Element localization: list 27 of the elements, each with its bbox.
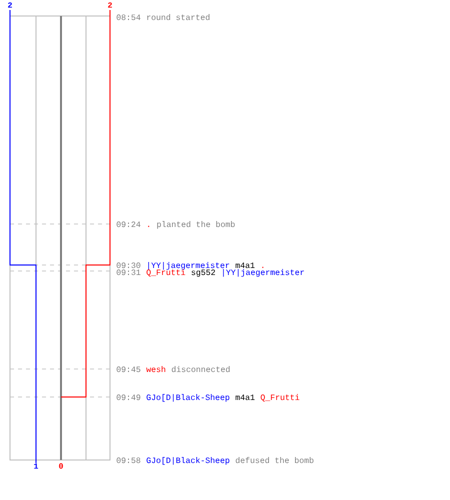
player-name: |YY|jaegermeister xyxy=(148,262,230,270)
player-name: GJo[D|Black-Sheep xyxy=(146,457,230,465)
player-count: 1 xyxy=(34,463,38,469)
player-name: GJo[D|Black-Sheep xyxy=(146,394,230,402)
timestamp: 08:54 xyxy=(116,14,140,20)
player-name: wesh xyxy=(146,366,166,372)
event-text: disconnected xyxy=(172,366,230,372)
player-count: 2 xyxy=(8,2,12,8)
weapon-name: m4a1 xyxy=(236,262,255,268)
player-name: Q_Frutti xyxy=(260,394,300,402)
timestamp: 09:31 xyxy=(116,270,140,276)
weapon-name: sg552 xyxy=(192,270,215,277)
timestamp: 09:58 xyxy=(116,458,140,464)
player-name: |YY|jaegermeister xyxy=(223,269,304,277)
timestamp: 09:30 xyxy=(116,262,140,268)
timestamp: 09:24 xyxy=(116,222,140,228)
player-name: Q_Frutti xyxy=(146,269,186,277)
event-text: planted the bomb xyxy=(157,221,235,229)
weapon-name: m4a1 xyxy=(236,394,255,400)
player-name: . xyxy=(148,226,150,227)
player-count: 2 xyxy=(108,2,112,8)
event-text: round started xyxy=(147,14,210,20)
event-text: defused the bomb xyxy=(236,457,314,464)
timestamp: 09:45 xyxy=(116,366,140,372)
player-count: 0 xyxy=(59,463,63,469)
player-name: . xyxy=(262,266,264,268)
timestamp: 09:49 xyxy=(116,394,140,400)
